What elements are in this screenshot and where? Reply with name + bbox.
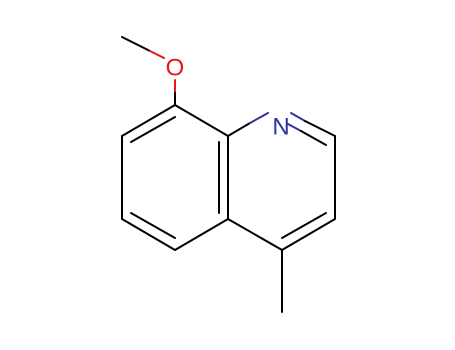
bond-methyl-oxygen xyxy=(121,36,151,52)
bond-n-c2-inner-blue xyxy=(287,123,302,132)
bond-c7-c7-inner xyxy=(130,116,176,143)
bond-n-c2 xyxy=(304,120,336,137)
bond-c8-c8a xyxy=(174,104,229,137)
bond-methyl-oxygen-red xyxy=(149,50,165,59)
bond-c3-c4 xyxy=(281,218,336,251)
bond-c8-c7 xyxy=(121,104,176,137)
bond-c8a-n-blue xyxy=(249,112,269,124)
bond-c8a-n xyxy=(227,122,251,137)
bond-c6-c5 xyxy=(121,218,176,251)
bond-c3-c4-inner xyxy=(281,212,327,239)
bond-n-c2-inner xyxy=(300,130,327,146)
bond-c6-c5-inner xyxy=(130,212,176,239)
oxygen-atom-label: O xyxy=(166,54,185,81)
bond-c5-c4a xyxy=(174,218,229,251)
bond-c4-c4a xyxy=(227,218,283,251)
nitrogen-atom-label: N xyxy=(272,113,289,140)
bond-n-c2-blue xyxy=(290,112,306,122)
